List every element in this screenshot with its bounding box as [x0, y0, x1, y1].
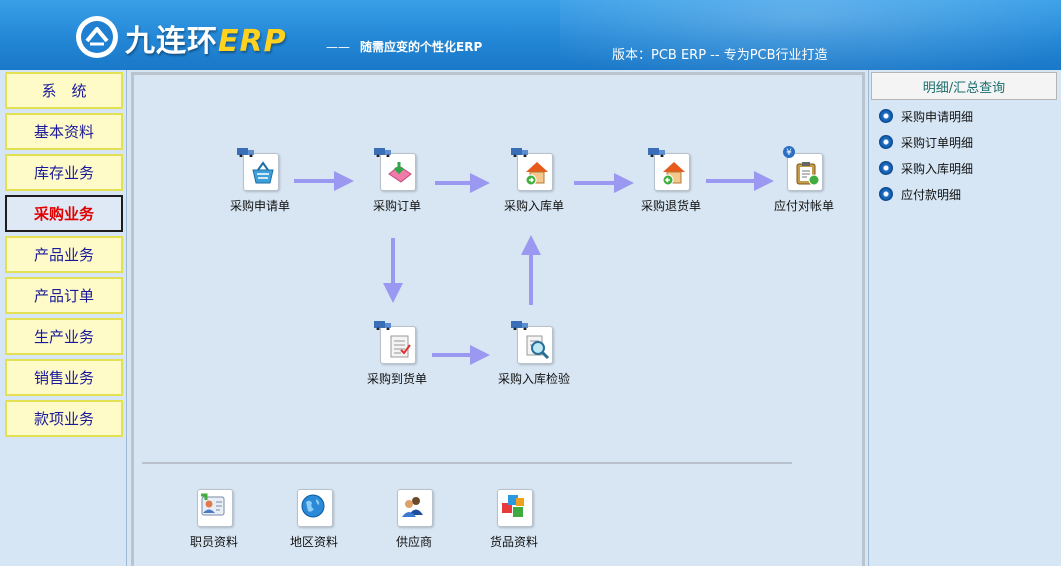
app-logo-text: 九连环ERP — [125, 16, 287, 60]
node-label: 采购申请单 — [229, 199, 290, 213]
query-item-order-detail[interactable]: 采购订单明细 — [879, 133, 973, 151]
query-item-label: 采购申请明细 — [901, 109, 974, 124]
nav-item-production[interactable]: 生产业务 — [5, 318, 123, 355]
left-nav: 系 统 基本资料 库存业务 采购业务 产品业务 产品订单 生产业务 销售业务 款… — [0, 70, 127, 566]
shortcut-employee[interactable]: 职员资料 — [164, 485, 264, 550]
radio-bullet-icon — [879, 187, 893, 201]
shortcut-label: 供应商 — [395, 535, 432, 549]
app-header: 九连环ERP —— 随需应变的个性化ERP 版本：PCB ERP -- 专为PCB… — [0, 0, 1061, 70]
employee-card-icon — [194, 485, 234, 527]
app-name-suffix: ERP — [218, 24, 287, 59]
radio-bullet-icon — [879, 135, 893, 149]
slogan: —— 随需应变的个性化ERP — [326, 38, 482, 55]
nav-item-purchasing[interactable]: 采购业务 — [5, 195, 123, 232]
nav-item-product-orders[interactable]: 产品订单 — [5, 277, 123, 314]
svg-text:¥: ¥ — [786, 148, 792, 158]
node-label: 应付对帐单 — [773, 199, 834, 213]
node-purchase-return[interactable]: 采购退货单 — [621, 148, 721, 214]
node-purchase-arrival[interactable]: 采购到货单 — [347, 321, 447, 387]
node-purchase-request[interactable]: 采购申请单 — [210, 148, 310, 214]
query-item-request-detail[interactable]: 采购申请明细 — [879, 107, 973, 125]
query-item-receipt-detail[interactable]: 采购入库明细 — [879, 159, 973, 177]
shortcut-label: 地区资料 — [289, 535, 338, 549]
clipboard-yen-icon: ¥ — [783, 146, 824, 191]
node-label: 采购退货单 — [640, 199, 701, 213]
node-purchase-order[interactable]: 采购订单 — [347, 148, 447, 214]
node-label: 采购入库单 — [503, 199, 564, 213]
slogan-dash: —— — [326, 40, 350, 54]
slogan-text: 随需应变的个性化ERP — [360, 40, 483, 54]
nav-item-products[interactable]: 产品业务 — [5, 236, 123, 273]
query-item-label: 采购订单明细 — [901, 135, 974, 150]
node-label: 采购到货单 — [366, 372, 427, 386]
query-panel: 明细/汇总查询 采购申请明细 采购订单明细 采购入库明细 应付款明细 — [868, 70, 1061, 566]
query-item-payable-detail[interactable]: 应付款明细 — [879, 185, 961, 203]
people-icon — [394, 485, 434, 527]
node-payable-reconcile[interactable]: ¥ 应付对帐单 — [754, 146, 854, 214]
radio-bullet-icon — [879, 109, 893, 123]
basket-document-icon — [237, 148, 280, 191]
node-purchase-receipt[interactable]: 采购入库单 — [484, 148, 584, 214]
app-name: 九连环 — [125, 24, 218, 59]
section-divider — [142, 462, 792, 464]
order-document-icon — [374, 148, 417, 191]
shortcut-label: 职员资料 — [189, 535, 238, 549]
node-receipt-inspection[interactable]: 采购入库检验 — [484, 321, 584, 387]
nav-item-inventory[interactable]: 库存业务 — [5, 154, 123, 191]
nav-item-system[interactable]: 系 统 — [5, 72, 123, 109]
house-in-icon — [511, 148, 554, 191]
nav-item-sales[interactable]: 销售业务 — [5, 359, 123, 396]
magnifier-document-icon — [511, 321, 554, 364]
globe-icon — [294, 485, 334, 527]
query-item-label: 采购入库明细 — [901, 161, 974, 176]
nav-item-basic-data[interactable]: 基本资料 — [5, 113, 123, 150]
cubes-icon — [494, 485, 534, 527]
version-text: 版本：PCB ERP -- 专为PCB行业打造 — [612, 48, 828, 63]
nav-item-payments[interactable]: 款项业务 — [5, 400, 123, 437]
shortcut-label: 货品资料 — [489, 535, 538, 549]
node-label: 采购入库检验 — [497, 372, 570, 386]
workflow-panel: 采购申请单 采购订单 采购入库单 采购退货单 ¥ 应付对帐单 — [131, 72, 865, 566]
radio-bullet-icon — [879, 161, 893, 175]
shortcut-region[interactable]: 地区资料 — [264, 485, 364, 550]
checklist-document-icon — [374, 321, 417, 364]
shortcut-supplier[interactable]: 供应商 — [364, 485, 464, 550]
query-item-label: 应付款明细 — [901, 187, 962, 202]
erp-logo-icon — [76, 16, 118, 58]
shortcut-goods[interactable]: 货品资料 — [464, 485, 564, 550]
node-label: 采购订单 — [372, 199, 421, 213]
query-panel-title: 明细/汇总查询 — [871, 72, 1057, 100]
house-return-icon — [648, 148, 691, 191]
